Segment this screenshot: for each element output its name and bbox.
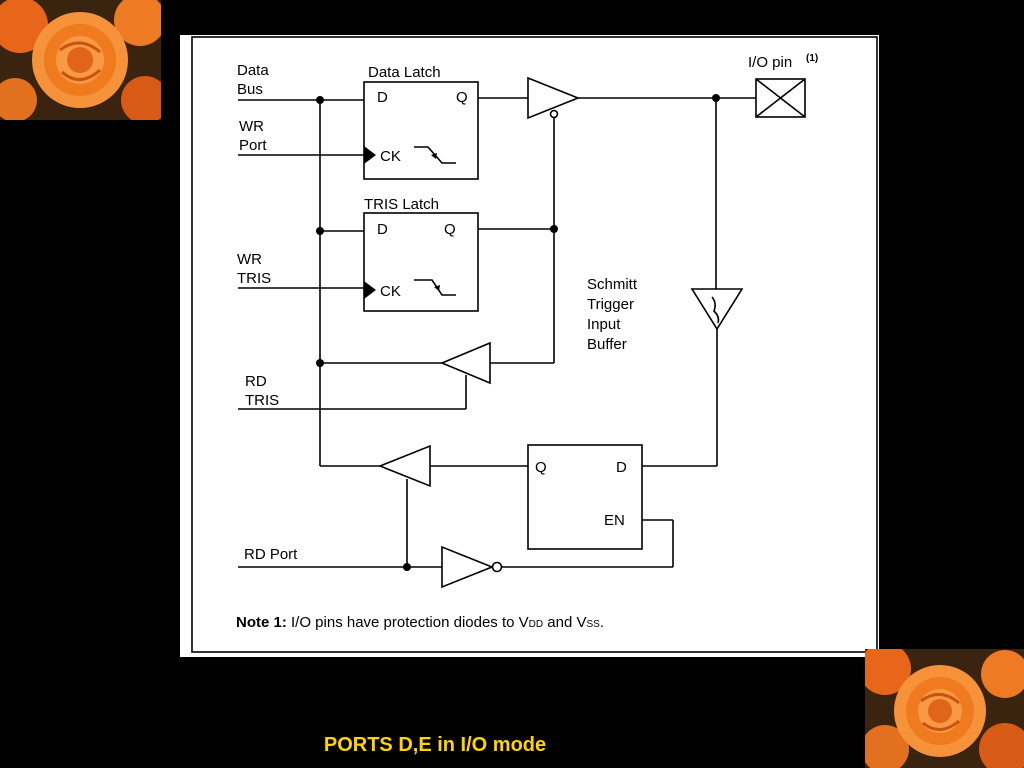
schmitt-label-2: Trigger (587, 296, 634, 313)
data-latch-title: Data Latch (368, 64, 441, 81)
output-buffer (527, 76, 581, 120)
input-latch-box (527, 444, 643, 550)
wr-port-label-1: WR (239, 118, 264, 135)
rd-port-label: RD Port (244, 546, 298, 563)
schmitt-label-4: Buffer (587, 336, 627, 353)
diagram-panel: Data Bus WR Port WR TRIS RD TRIS RD Port… (180, 35, 879, 657)
input-latch-d: D (616, 459, 627, 476)
tris-latch-clock-marker (364, 281, 376, 299)
io-pin-superscript: (1) (806, 53, 818, 64)
rose-decoration-top-left (0, 0, 161, 120)
diagram-note: Note 1: I/O pins have protection diodes … (236, 614, 604, 631)
io-pin-label: I/O pin (748, 54, 792, 71)
tris-latch-d: D (377, 221, 388, 238)
port-io-schematic: Data Bus WR Port WR TRIS RD TRIS RD Port… (191, 36, 878, 653)
schmitt-trigger-buffer (690, 288, 744, 331)
rose-decoration-bottom-right (865, 649, 1024, 768)
slide-caption: PORTS D,E in I/O mode (323, 734, 547, 756)
wr-tris-label-1: WR (237, 251, 262, 268)
data-bus-label-1: Data (237, 62, 269, 79)
data-latch-ck: CK (380, 148, 401, 165)
rd-port-buffer (377, 444, 431, 488)
data-bus-label-2: Bus (237, 81, 263, 98)
schmitt-label-1: Schmitt (587, 276, 638, 293)
schmitt-label-3: Input (587, 316, 621, 333)
tris-latch-box (363, 212, 479, 312)
tris-latch-ck: CK (380, 283, 401, 300)
data-latch-d: D (377, 89, 388, 106)
wr-tris-label-2: TRIS (237, 270, 271, 287)
data-latch-clock-marker (364, 146, 376, 164)
rd-tris-label-1: RD (245, 373, 267, 390)
input-latch-q: Q (535, 459, 547, 476)
rd-tris-buffer (439, 341, 491, 385)
rd-port-inverter (441, 545, 495, 589)
diagram-frame (191, 36, 878, 653)
rd-tris-label-2: TRIS (245, 392, 279, 409)
wr-port-label-2: Port (239, 137, 267, 154)
tris-latch-title: TRIS Latch (364, 196, 439, 213)
tris-latch-q: Q (444, 221, 456, 238)
data-latch-box (363, 81, 479, 180)
input-latch-en: EN (604, 512, 625, 529)
data-latch-q: Q (456, 89, 468, 106)
